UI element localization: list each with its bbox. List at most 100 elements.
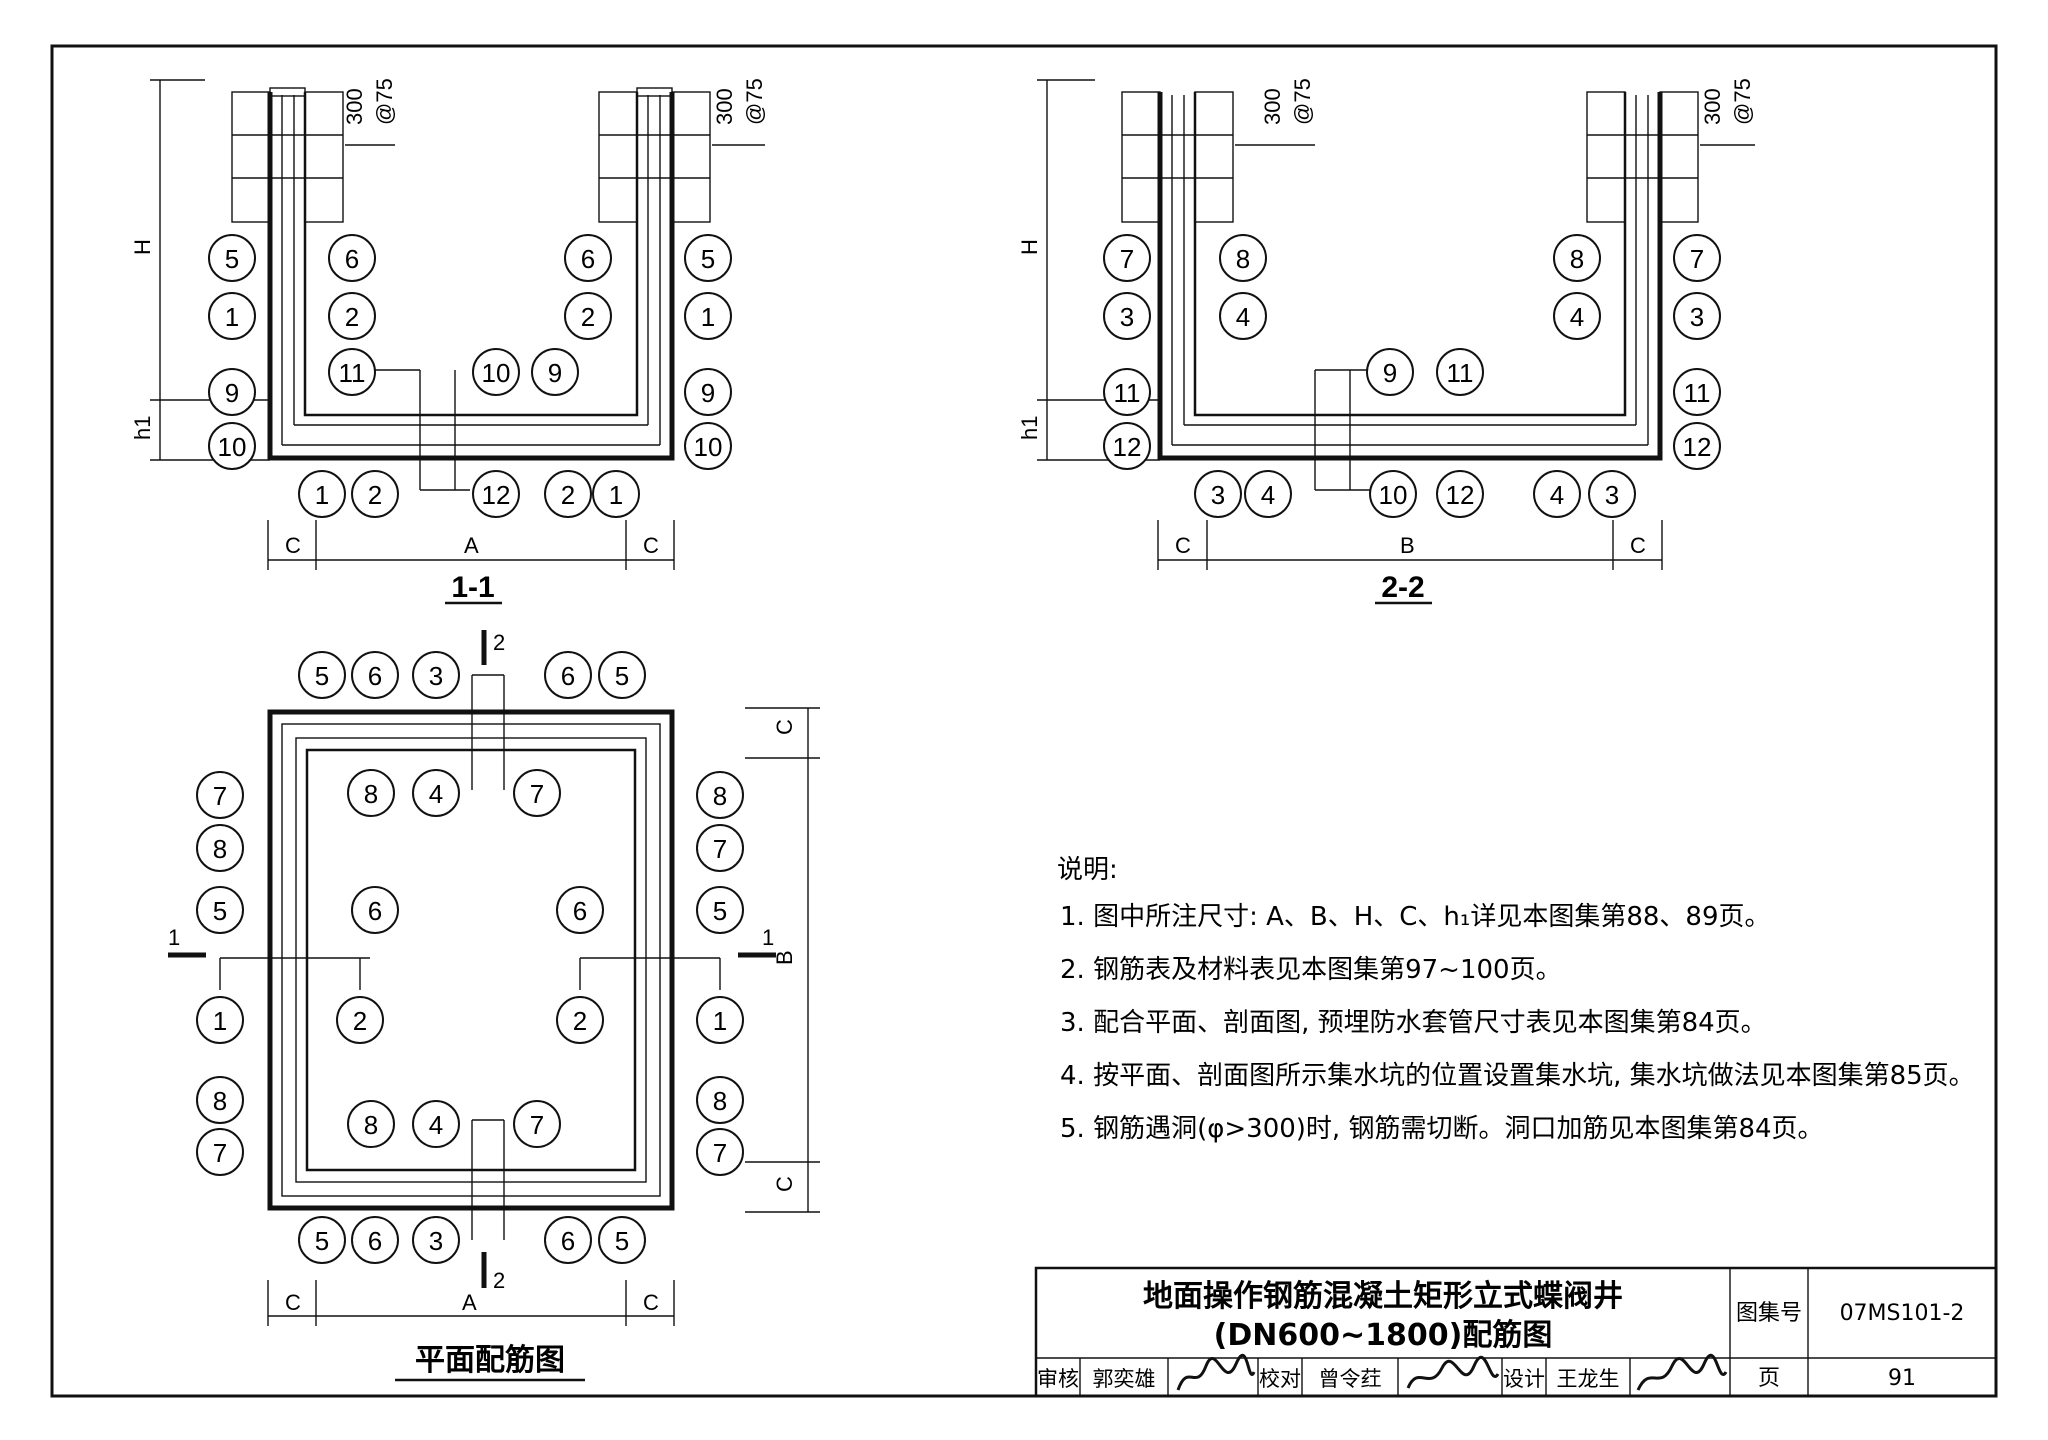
callout-s11-12: 9 (684, 368, 732, 416)
callout-number: 3 (429, 1226, 443, 1256)
atlas-label: 图集号 (1736, 1301, 1802, 1326)
callout-circle (513, 1100, 561, 1148)
callout-plan-22: 7 (196, 1128, 244, 1176)
callout-s22-15: 4 (1244, 470, 1292, 518)
spacing-300-right: 300 (712, 88, 737, 125)
callout-circle (1219, 234, 1267, 282)
callout-plan-24: 8 (347, 1100, 395, 1148)
callout-number: 12 (1446, 480, 1475, 510)
callout-s11-7: 1 (684, 292, 732, 340)
callout-number: 3 (1690, 302, 1704, 332)
callout-circle (196, 824, 244, 872)
cut-1-left: 1 (168, 925, 180, 950)
callout-number: 6 (581, 244, 595, 274)
section-1-1: H h1 300 @75 300 @75 (130, 78, 767, 605)
callout-number: 1 (213, 1006, 227, 1036)
sheet-border (50, 44, 1998, 1398)
callout-circle (556, 886, 604, 934)
callout-circle (1553, 234, 1601, 282)
dim-C-left: C (285, 533, 301, 558)
callout-circle (1369, 470, 1417, 518)
check-signature (1406, 1355, 1500, 1389)
callout-number: 1 (225, 302, 239, 332)
page-label: 页 (1758, 1366, 1780, 1391)
callout-s11-1: 6 (328, 234, 376, 282)
callout-circle (472, 470, 520, 518)
callout-s22-16: 10 (1369, 470, 1417, 518)
callout-s22-3: 7 (1673, 234, 1721, 282)
callout-number: 5 (315, 1226, 329, 1256)
cut-2-bottom: 2 (493, 1268, 505, 1293)
callout-number: 4 (1550, 480, 1564, 510)
callout-circle (412, 1100, 460, 1148)
callout-circle (696, 1076, 744, 1124)
callout-number: 4 (429, 779, 443, 809)
callout-circle (196, 771, 244, 819)
callout-plan-15: 5 (696, 886, 744, 934)
callout-circle (1553, 292, 1601, 340)
callout-s22-10: 11 (1103, 368, 1151, 416)
callout-number: 9 (701, 378, 715, 408)
dim-h1-2: h1 (1017, 416, 1042, 440)
callout-circle (592, 470, 640, 518)
callout-plan-12: 5 (196, 886, 244, 934)
callout-number: 3 (1211, 480, 1225, 510)
callout-circle (412, 769, 460, 817)
callout-number: 9 (225, 378, 239, 408)
callout-number: 1 (315, 480, 329, 510)
callout-circle (1436, 470, 1484, 518)
callout-circle (298, 651, 346, 699)
callout-s11-14: 10 (684, 422, 732, 470)
callout-s11-6: 2 (564, 292, 612, 340)
callout-circle (1103, 234, 1151, 282)
callout-circle (544, 1216, 592, 1264)
callout-number: 6 (573, 896, 587, 926)
callout-plan-17: 2 (336, 996, 384, 1044)
callout-number: 8 (713, 781, 727, 811)
callout-s11-3: 5 (684, 234, 732, 282)
callout-number: 6 (368, 661, 382, 691)
sheet-title-line1: 地面操作钢筋混凝土矩形立式蝶阀井 (1143, 1279, 1623, 1314)
note-5: 5. 钢筋遇洞(φ>300)时, 钢筋需切断。洞口加筋见本图集第84页。 (1060, 1114, 1824, 1144)
callout-number: 8 (1236, 244, 1250, 274)
callout-number: 2 (345, 302, 359, 332)
callout-s22-5: 4 (1219, 292, 1267, 340)
callout-plan-18: 2 (556, 996, 604, 1044)
callout-circle (1244, 470, 1292, 518)
callout-number: 2 (353, 1006, 367, 1036)
callout-plan-10: 8 (196, 824, 244, 872)
callout-number: 7 (213, 781, 227, 811)
callout-plan-3: 6 (544, 651, 592, 699)
callout-plan-20: 8 (196, 1076, 244, 1124)
callout-number: 6 (345, 244, 359, 274)
callout-plan-19: 1 (696, 996, 744, 1044)
callout-s11-15: 1 (298, 470, 346, 518)
callout-number: 3 (1605, 480, 1619, 510)
callout-circle (1219, 292, 1267, 340)
callout-circle (298, 470, 346, 518)
callout-s22-8: 9 (1366, 348, 1414, 396)
callout-number: 12 (1683, 432, 1712, 462)
callout-circle (328, 292, 376, 340)
callout-plan-4: 5 (598, 651, 646, 699)
callout-s22-4: 3 (1103, 292, 1151, 340)
callout-s11-17: 12 (472, 470, 520, 518)
callout-number: 8 (213, 1086, 227, 1116)
callout-number: 8 (364, 1110, 378, 1140)
callout-circle (196, 1076, 244, 1124)
callout-circle (351, 651, 399, 699)
callout-circle (513, 769, 561, 817)
callout-number: 3 (1120, 302, 1134, 332)
callout-number: 4 (1236, 302, 1250, 332)
callout-circle (1103, 422, 1151, 470)
callout-circle (684, 234, 732, 282)
callout-s22-13: 12 (1673, 422, 1721, 470)
review-label: 审核 (1037, 1367, 1079, 1391)
callout-circle (328, 348, 376, 396)
callout-number: 1 (701, 302, 715, 332)
callout-circle (696, 1128, 744, 1176)
dim-h1: h1 (130, 416, 155, 440)
callout-number: 5 (315, 661, 329, 691)
callout-circle (1588, 470, 1636, 518)
